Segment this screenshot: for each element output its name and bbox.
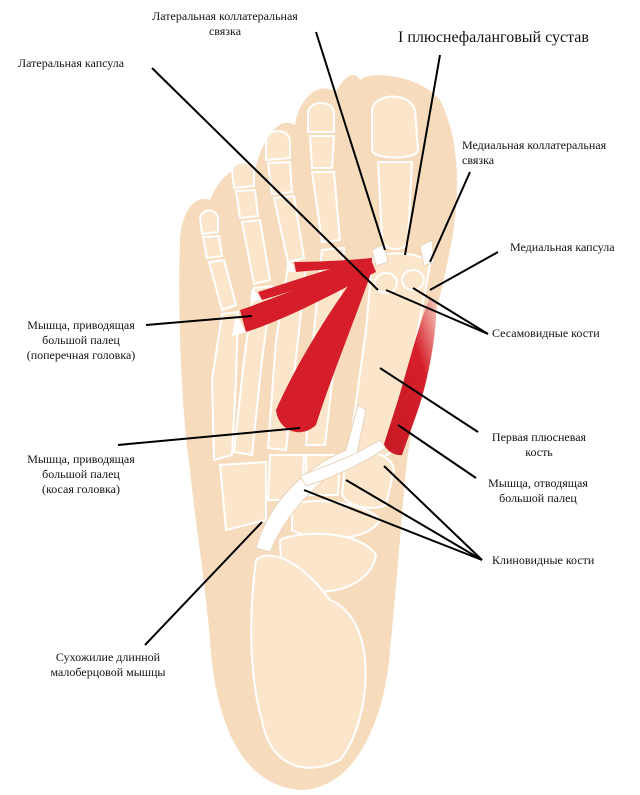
adductor-oblique-head-shape xyxy=(276,262,372,433)
label-medial-collateral-ligament: Медиальная коллатеральная связка xyxy=(462,138,607,167)
abductor-hallucis-shape xyxy=(384,298,437,456)
leader-lateral-collateral xyxy=(315,31,386,251)
calcaneus xyxy=(250,554,367,769)
toe3-distal xyxy=(265,130,291,162)
leader-cuneiform-3 xyxy=(303,489,483,561)
label-adductor-oblique-head: Мышца, приводящая большой палец (косая г… xyxy=(27,452,135,496)
toe2-middle xyxy=(308,135,336,169)
label-medial-capsule: Медиальная капсула xyxy=(510,240,615,254)
label-peroneus-longus-tendon: Сухожилие длинной малоберцовой мышцы xyxy=(50,650,166,679)
metatarsal-5 xyxy=(210,310,240,462)
label-lateral-capsule: Латеральная капсула xyxy=(18,56,125,70)
muscles xyxy=(232,258,437,456)
adductor-transverse-head-shape xyxy=(240,262,376,332)
leader-abductor xyxy=(397,424,477,479)
leader-medial-collateral xyxy=(429,171,471,263)
leader-medial-capsule xyxy=(429,251,499,291)
leader-peroneus xyxy=(144,521,263,646)
toe2-proximal xyxy=(310,171,342,244)
label-cuneiform-bones: Клиновидные кости xyxy=(492,553,595,567)
label-first-metatarsal: Первая плюсневая кость xyxy=(491,430,587,459)
toe4-proximal xyxy=(240,218,272,286)
label-adductor-transverse-head: Мышца, приводящая большой палец (попереч… xyxy=(26,318,136,362)
label-abductor-hallucis: Мышца, отводящая большой палец xyxy=(488,476,588,505)
phalanges xyxy=(198,95,420,312)
leader-sesamoid-2 xyxy=(412,287,489,335)
cuboid xyxy=(218,460,267,532)
toe3-middle xyxy=(266,160,294,196)
peroneus-longus-tendon-shape xyxy=(255,404,387,553)
toe3-proximal xyxy=(272,194,306,264)
leader-adductor-oblique xyxy=(117,427,301,446)
sesamoid-bones-shape xyxy=(374,269,425,294)
toe2-distal xyxy=(307,102,335,133)
toe4-middle xyxy=(234,188,260,220)
big-toe-proximal-phalanx xyxy=(376,161,414,250)
leader-sesamoid-1 xyxy=(385,289,489,335)
leader-adductor-transverse xyxy=(145,315,253,326)
tarsal-bones xyxy=(218,450,396,769)
label-sesamoid-bones: Сесамовидные кости xyxy=(492,326,600,340)
leader-first-metatarsal xyxy=(379,367,479,433)
toe5-middle xyxy=(201,234,224,260)
leader-joint-title xyxy=(404,54,441,256)
leader-lateral-capsule xyxy=(151,67,379,291)
toe5-proximal xyxy=(207,258,238,312)
leader-lines xyxy=(117,31,499,646)
leader-cuneiform-1 xyxy=(383,465,483,561)
toe5-distal xyxy=(198,209,219,236)
label-lateral-collateral-ligament: Латеральная коллатеральная связка xyxy=(152,9,298,38)
metatarsal-4 xyxy=(232,284,274,457)
big-toe-distal-phalanx xyxy=(371,95,420,159)
label-joint-title: I плюснефаланговый сустав xyxy=(398,29,589,46)
leader-cuneiform-2 xyxy=(345,479,483,561)
